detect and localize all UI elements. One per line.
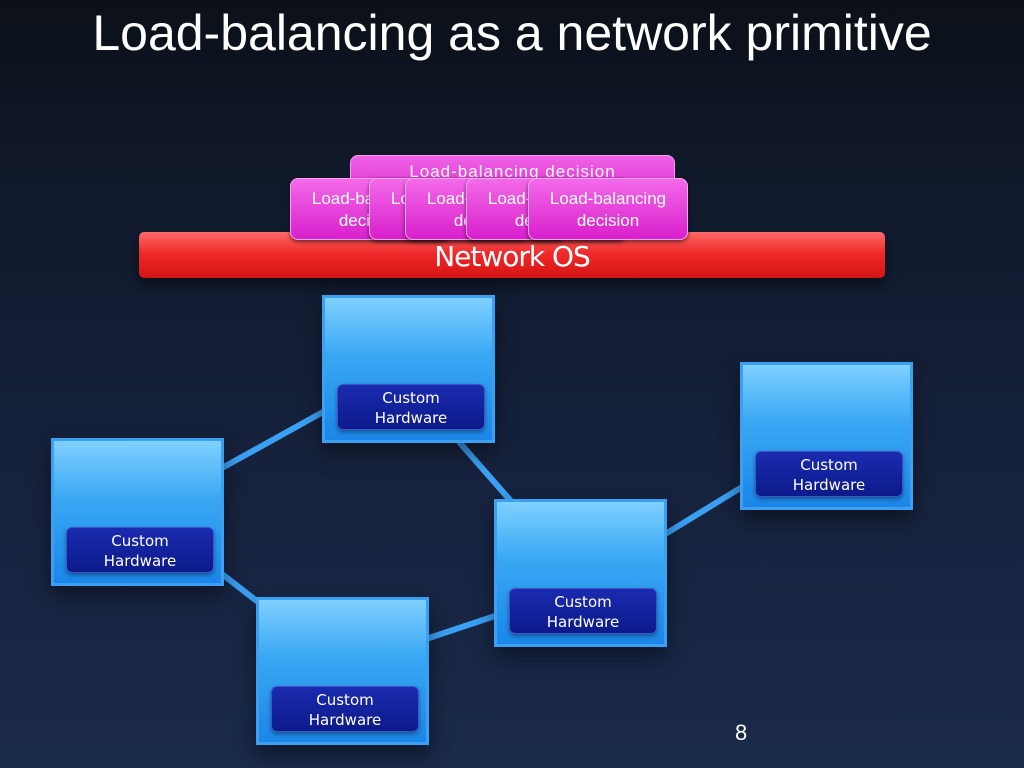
hw-line1: Custom [800,456,858,474]
hw-line1: Custom [554,593,612,611]
link-bottom-middle [426,613,498,641]
hw-line2: Hardware [308,711,382,729]
slide-title: Load-balancing as a network primitive [92,5,932,61]
page-number: 8 [735,720,748,745]
custom-hardware-label: Custom Hardware [271,686,419,732]
load-balancing-decision-back-text: Load-balancing decision [409,162,616,181]
hw-line1: Custom [382,389,440,407]
lb-line2: decision [576,211,640,230]
custom-hardware-label: Custom Hardware [509,588,657,634]
hw-line2: Hardware [374,409,448,427]
custom-hardware-label: Custom Hardware [66,527,214,573]
switch-left: Custom Hardware [51,438,224,586]
switch-bottom: Custom Hardware [256,597,429,745]
hw-line2: Hardware [792,476,866,494]
lb-line1: Load-balancing [549,189,667,208]
custom-hardware-label: Custom Hardware [337,384,485,430]
link-topcenter-middle [457,440,513,503]
switch-middle: Custom Hardware [494,499,667,647]
hw-line2: Hardware [103,552,177,570]
load-balancing-decision-box: Load-balancing decision [528,178,688,240]
hw-line1: Custom [316,691,374,709]
network-os-label: Network OS [434,240,591,273]
custom-hardware-label: Custom Hardware [755,451,903,497]
switch-right: Custom Hardware [740,362,913,510]
link-left-bottom [219,571,261,605]
link-middle-right [664,484,745,536]
hw-line2: Hardware [546,613,620,631]
link-left-topcenter [219,409,326,471]
switch-top-center: Custom Hardware [322,295,495,443]
hw-line1: Custom [111,532,169,550]
